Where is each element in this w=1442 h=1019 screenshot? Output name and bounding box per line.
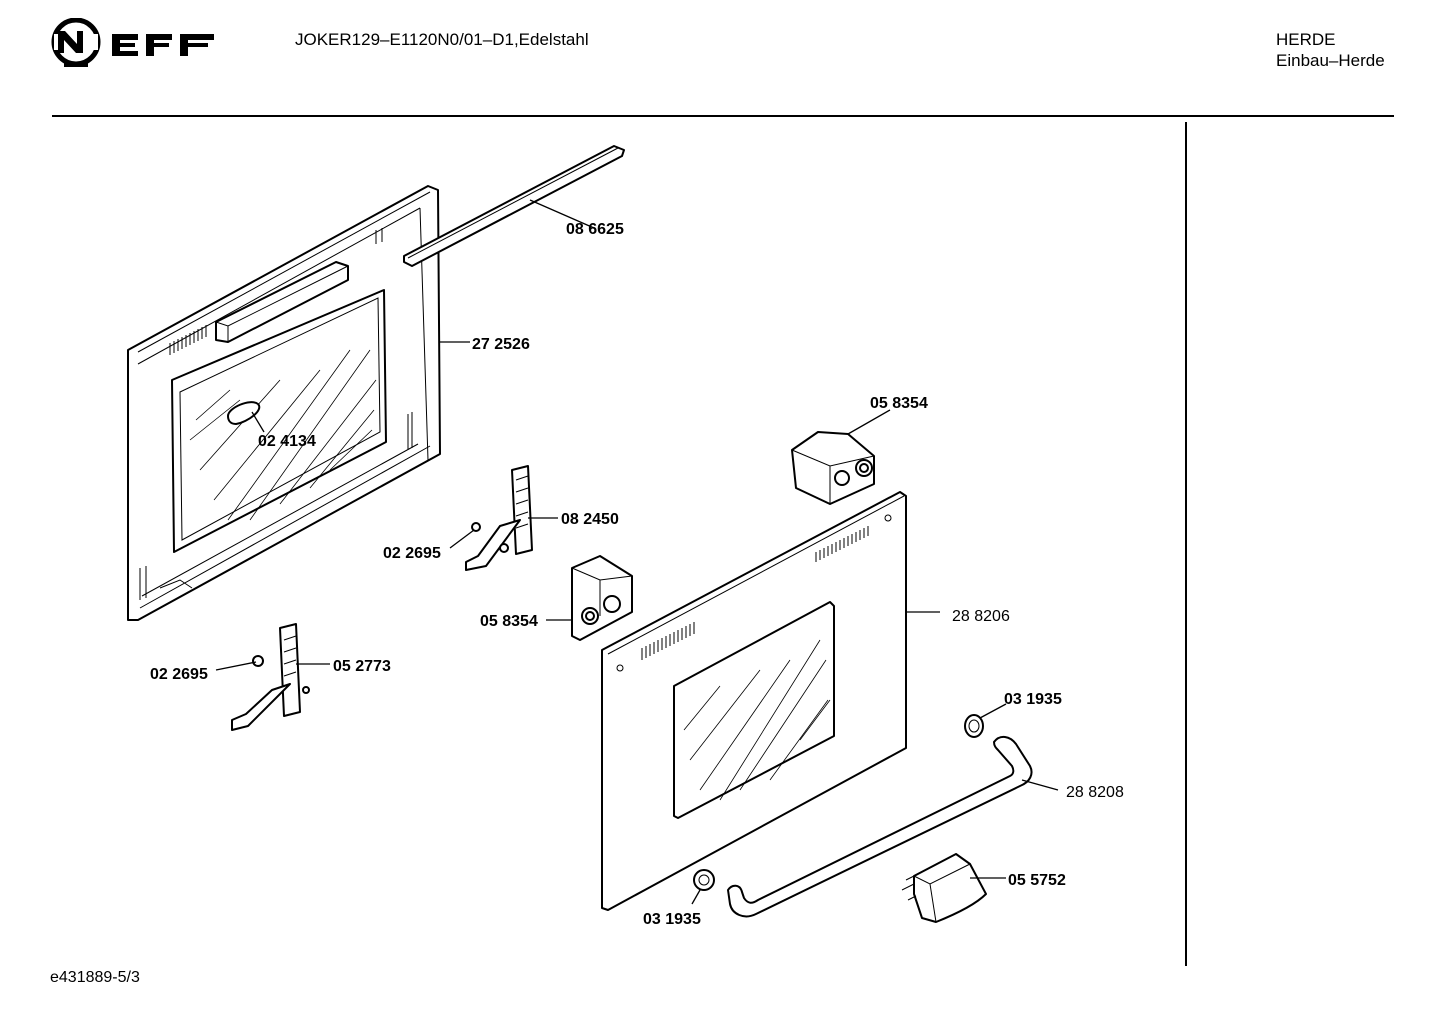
- part-label: 03 1935: [643, 911, 701, 928]
- part-label: 28 8206: [952, 608, 1010, 625]
- subcategory-label: Einbau–Herde: [1276, 51, 1385, 70]
- part-label: 02 2695: [150, 666, 208, 683]
- hinge-lower: [231, 623, 310, 731]
- end-cap: [901, 853, 987, 923]
- part-label: 05 5752: [1008, 872, 1066, 889]
- bushing-lower: [693, 869, 715, 891]
- hinge-block-lower: [571, 555, 633, 641]
- part-label: 08 6625: [566, 221, 624, 238]
- door-handle: [727, 736, 1033, 918]
- neff-logo: [50, 17, 220, 70]
- model-line: JOKER129–E1120N0/01–D1,Edelstahl: [295, 30, 589, 49]
- part-label: 05 8354: [870, 395, 928, 412]
- part-label: 27 2526: [472, 336, 530, 353]
- part-label: 02 4134: [258, 433, 316, 450]
- part-label: 08 2450: [561, 511, 619, 528]
- part-labels: 08 6625 27 2526 02 4134 08 2450 02 2695 …: [150, 221, 1124, 928]
- vent-slots-outer: [641, 526, 869, 660]
- neff-logo-graphic: [51, 17, 214, 67]
- part-label: 02 2695: [383, 545, 441, 562]
- part-label: 05 2773: [333, 658, 391, 675]
- door-seal-strip: [403, 145, 625, 267]
- vent-slots-top-left: [169, 325, 207, 355]
- hinge-block-upper: [791, 431, 875, 505]
- leader-lines: [215, 199, 1059, 905]
- part-label: 05 8354: [480, 613, 538, 630]
- document-id: e431889-5/3: [50, 969, 140, 986]
- category-label: HERDE: [1276, 30, 1336, 49]
- bushing-upper: [964, 714, 984, 738]
- hinge-upper: [465, 465, 533, 571]
- part-label: 28 8208: [1066, 784, 1124, 801]
- part-label: 03 1935: [1004, 691, 1062, 708]
- outer-door-panel: [601, 491, 907, 911]
- inner-door-panel: [127, 185, 441, 621]
